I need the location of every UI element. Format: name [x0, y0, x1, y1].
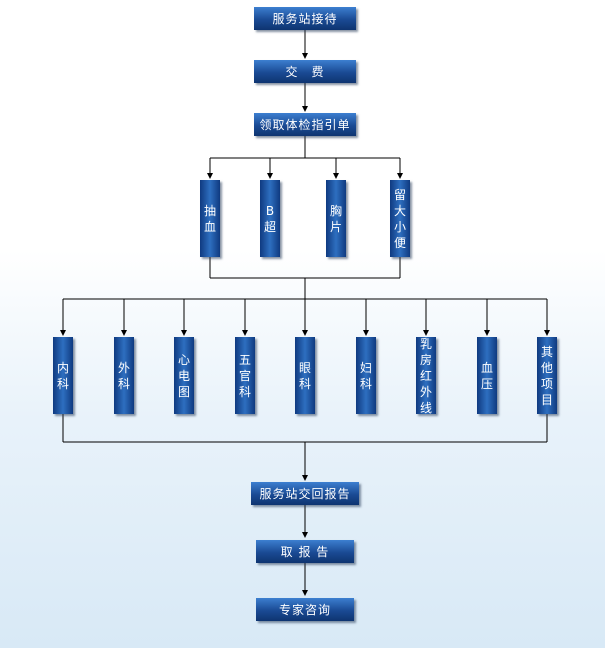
- exam-b-1: 内科: [53, 337, 73, 414]
- exam-b-3-label: 心电图: [177, 352, 190, 399]
- exam-b-9-label: 其他项目: [540, 344, 553, 407]
- step-report-pickup: 取 报 告: [256, 540, 354, 563]
- exam-a-1: 抽血: [200, 180, 220, 257]
- step-payment: 交 费: [254, 60, 356, 83]
- exam-b-4-label: 五官科: [238, 352, 251, 399]
- exam-b-5-label: 眼科: [298, 360, 311, 391]
- exam-b-7-label: 乳房红外线: [419, 336, 432, 415]
- exam-b-7: 乳房红外线: [416, 336, 436, 415]
- exam-b-2-label: 外科: [117, 360, 130, 391]
- exam-b-4: 五官科: [235, 337, 255, 414]
- exam-b-1-label: 内科: [56, 360, 69, 391]
- exam-a-3-label: 胸片: [329, 203, 342, 234]
- step-reception: 服务站接待: [254, 7, 356, 30]
- exam-a-2: B超: [260, 180, 280, 257]
- exam-b-8-label: 血压: [480, 360, 493, 391]
- exam-a-1-label: 抽血: [203, 203, 216, 234]
- step-report-return: 服务站交回报告: [251, 482, 359, 505]
- exam-b-3: 心电图: [174, 337, 194, 414]
- exam-b-9: 其他项目: [537, 337, 557, 414]
- step-guide-sheet: 领取体检指引单: [254, 113, 356, 136]
- exam-b-6-label: 妇科: [359, 360, 372, 391]
- exam-b-5: 眼科: [295, 337, 315, 414]
- exam-b-6: 妇科: [356, 337, 376, 414]
- exam-a-3: 胸片: [326, 180, 346, 257]
- exam-b-8: 血压: [477, 337, 497, 414]
- exam-b-2: 外科: [114, 337, 134, 414]
- exam-a-4-label: 留大小便: [393, 187, 406, 250]
- exam-a-2-label: B超: [263, 203, 276, 234]
- step-expert-consult: 专家咨询: [256, 598, 354, 621]
- exam-a-4: 留大小便: [390, 180, 410, 257]
